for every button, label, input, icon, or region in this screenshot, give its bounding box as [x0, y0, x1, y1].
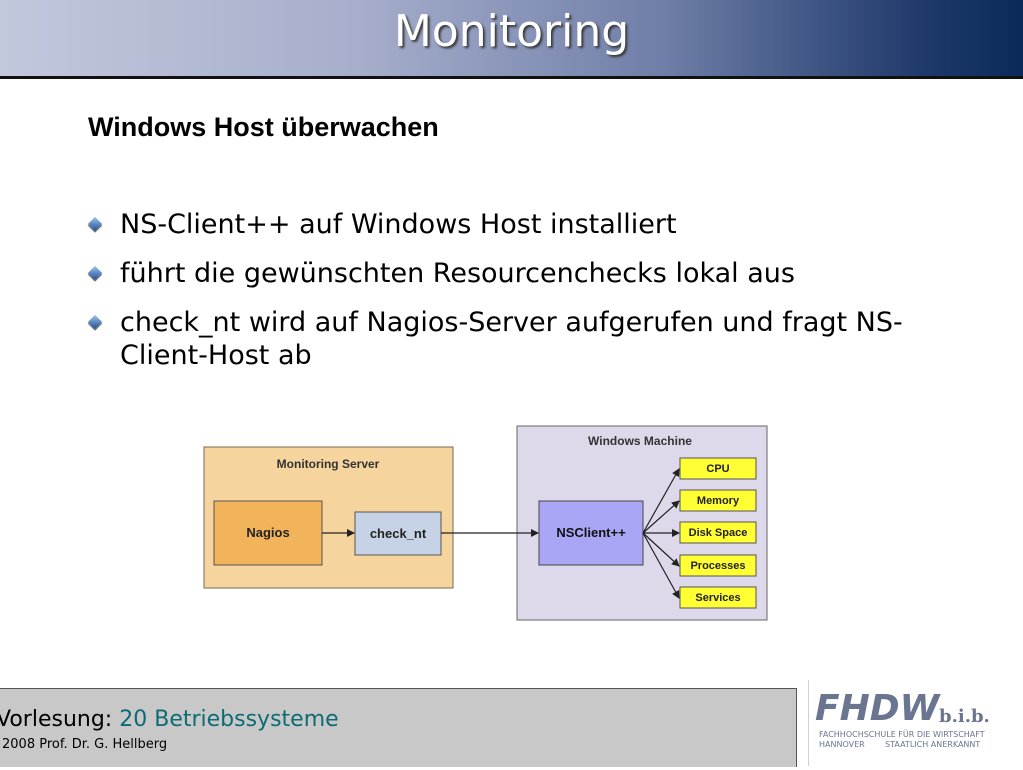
- lecture-label: Vorlesung:: [0, 707, 113, 732]
- bullet-list: NS-Client++ auf Windows Host installiert…: [87, 208, 948, 388]
- arrow-connector: [642, 468, 680, 534]
- course-name: 20 Betriebssysteme: [119, 707, 339, 732]
- logo-main-text: FHDW: [815, 688, 942, 729]
- footer-bar: Vorlesung: 20 Betriebssysteme 2008 Prof.…: [0, 688, 797, 767]
- arrow-connector: [642, 532, 680, 567]
- slide-subtitle: Windows Host überwachen: [88, 112, 439, 142]
- check-item-memory: [679, 489, 757, 512]
- logo-line-1: FACHHOCHSCHULE FÜR DIE WIRTSCHAFT: [819, 730, 985, 739]
- check-nt-box: [354, 511, 442, 556]
- check-item-disk-space: [679, 521, 757, 544]
- check-item-label: CPU: [706, 463, 729, 475]
- slide-title: Monitoring: [393, 6, 630, 57]
- check-item-label: Memory: [697, 495, 740, 507]
- check-item-label: Processes: [690, 560, 745, 572]
- bullet-item: NS-Client++ auf Windows Host installiert: [87, 208, 948, 241]
- diamond-bullet-icon: [87, 216, 103, 232]
- fhdw-logo-mark-icon: FHDW b.i.b.: [815, 688, 990, 729]
- check-item-processes: [679, 554, 757, 577]
- bullet-item: führt die gewünschten Resourcenchecks lo…: [87, 257, 948, 290]
- bullet-text: führt die gewünschten Resourcenchecks lo…: [120, 258, 795, 289]
- bullet-text: check_nt wird auf Nagios-Server aufgeruf…: [120, 307, 903, 371]
- lecture-line: Vorlesung: 20 Betriebssysteme: [0, 707, 339, 732]
- architecture-diagram: Monitoring Server Nagios check_nt Window…: [203, 425, 768, 621]
- nsclient-label: NSClient++: [556, 525, 626, 540]
- check-nt-label: check_nt: [370, 526, 427, 541]
- nsclient-box: [538, 500, 644, 566]
- copyright-text: 2008 Prof. Dr. G. Hellberg: [2, 737, 168, 752]
- bullet-item: check_nt wird auf Nagios-Server aufgeruf…: [87, 306, 948, 372]
- title-bar: [0, 0, 1023, 79]
- arrow-connector: [642, 532, 680, 599]
- check-item-label: Disk Space: [689, 527, 748, 539]
- logo-suffix-text: b.i.b.: [939, 706, 990, 727]
- monitoring-server-label: Monitoring Server: [277, 457, 380, 471]
- logo-line-2: HANNOVER STAATLICH ANERKANNT: [819, 740, 981, 749]
- check-item-cpu: [679, 457, 757, 480]
- bullet-text: NS-Client++ auf Windows Host installiert: [120, 209, 677, 240]
- diamond-bullet-icon: [87, 314, 103, 330]
- check-item-services: [679, 586, 757, 609]
- check-item-label: Services: [695, 592, 740, 604]
- logo-caption: FACHHOCHSCHULE FÜR DIE WIRTSCHAFT HANNOV…: [819, 730, 985, 750]
- diamond-bullet-icon: [87, 265, 103, 281]
- nagios-label: Nagios: [246, 525, 289, 540]
- windows-machine-label: Windows Machine: [588, 434, 692, 448]
- arrow-connector: [642, 500, 680, 534]
- fhdw-logo: FHDW b.i.b. FACHHOCHSCHULE FÜR DIE WIRTS…: [808, 680, 1023, 766]
